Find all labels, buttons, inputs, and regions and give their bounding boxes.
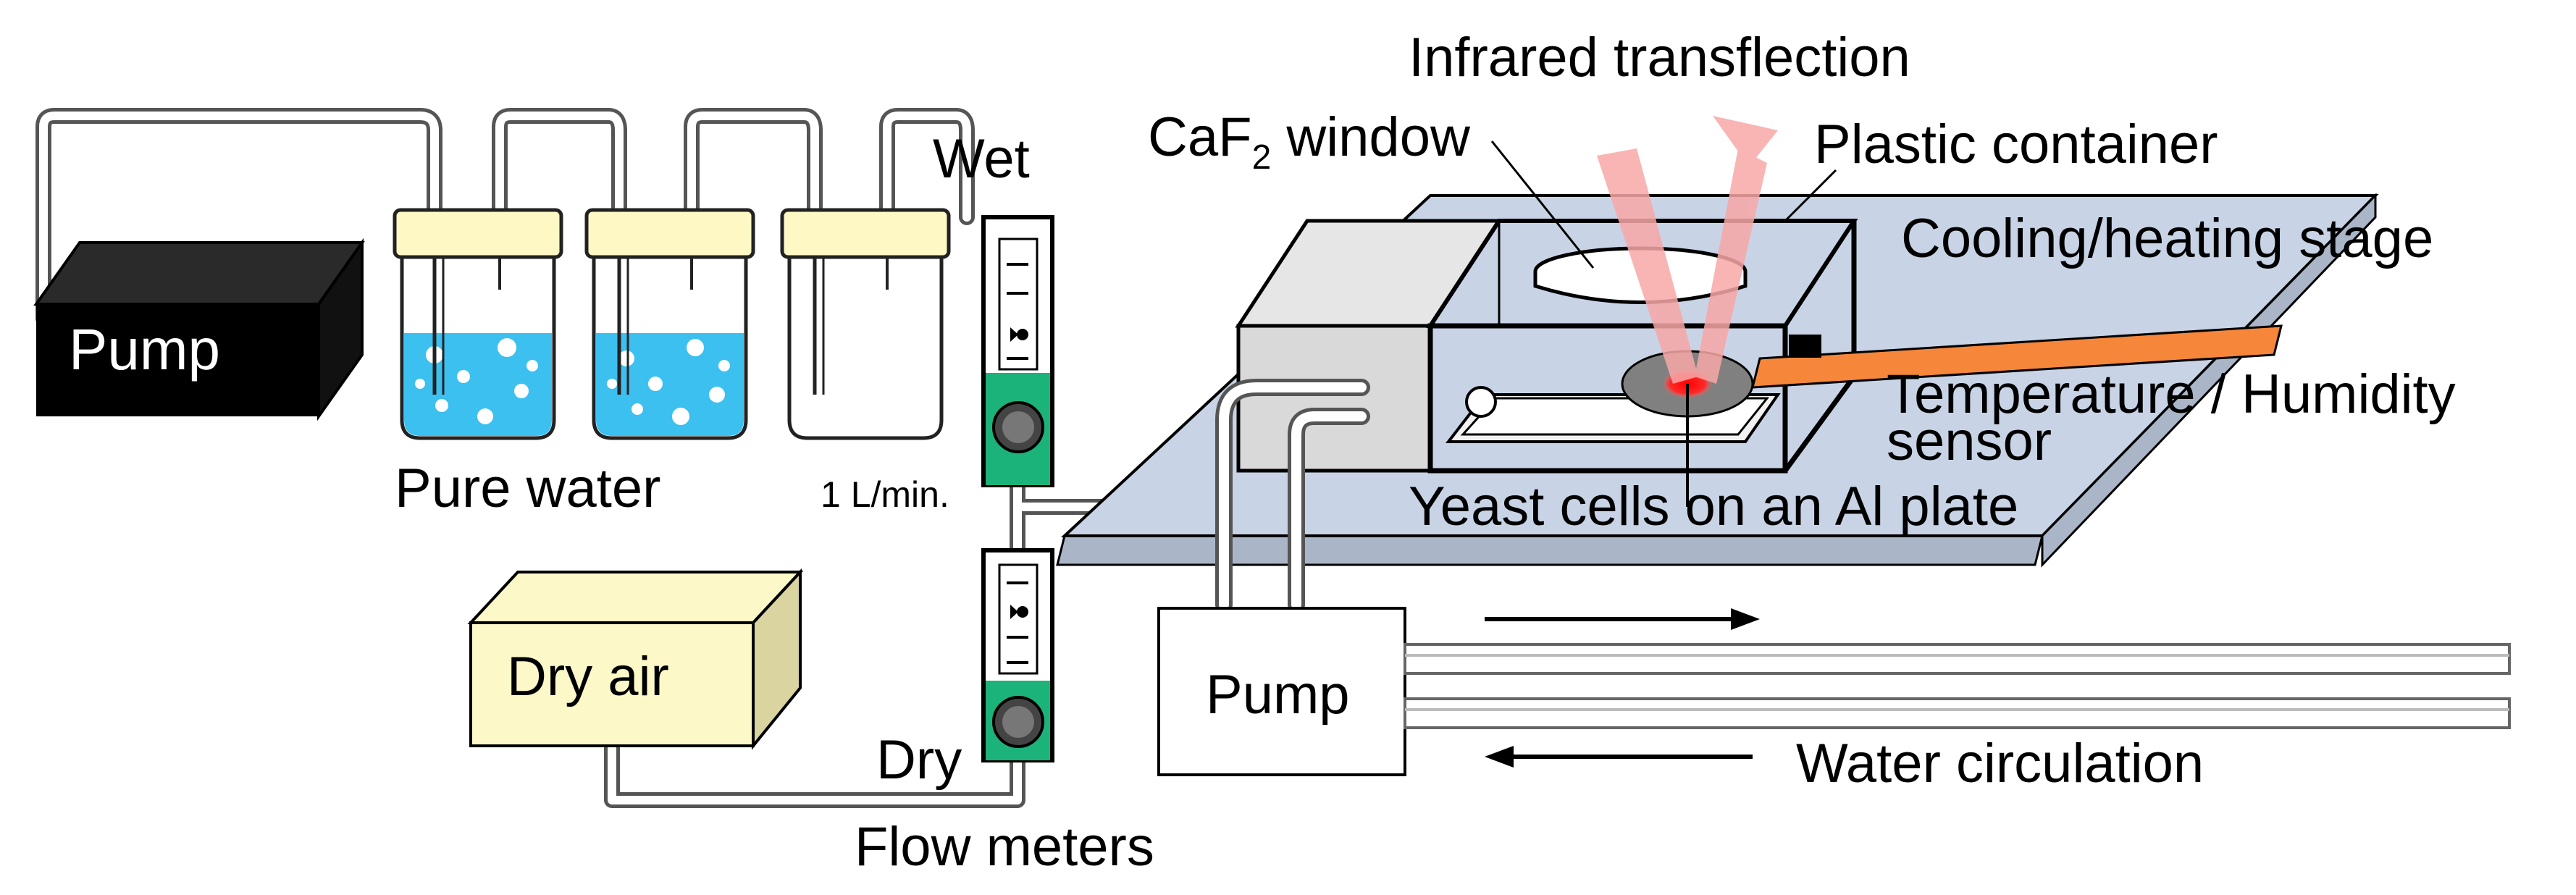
leader-lines — [1490, 140, 1837, 269]
humidity-port — [1465, 386, 1497, 418]
dry-air-box: Dry air — [467, 568, 804, 750]
dry-air-label: Dry air — [507, 646, 669, 707]
bottom-pump: Pump — [1157, 607, 1406, 776]
bottle-3-empty — [780, 208, 951, 440]
flow-meter-dry — [981, 548, 1054, 762]
plastic-container-label: Plastic container — [1814, 114, 2218, 175]
sensor-label-line1: Temperature / Humidity — [1887, 364, 2456, 425]
infrared-label: Infrared transflection — [1409, 27, 1910, 88]
water-circulation-tubes — [1404, 643, 2511, 729]
left-pump-label: Pump — [69, 317, 220, 382]
caf2-window-label: CaF2 window — [1148, 106, 1471, 177]
temperature-humidity-sensor — [1751, 324, 2283, 389]
gray-chamber-block — [1235, 219, 1503, 473]
wet-label: Wet — [933, 128, 1030, 190]
yeast-label: Yeast cells on an Al plate — [1409, 476, 2018, 537]
flow-meter-wet — [981, 215, 1054, 487]
bottle-1 — [393, 208, 563, 440]
bottle-2 — [584, 208, 755, 440]
sensor-label-line2: sensor — [1887, 411, 2052, 472]
bottom-pump-label: Pump — [1206, 664, 1350, 726]
infrared-beams — [1597, 116, 1778, 384]
left-pump: Pump — [33, 238, 365, 421]
pure-water-label: Pure water — [395, 458, 661, 519]
flow-direction-arrows — [1485, 608, 1760, 768]
flow-rate-label: 1 L/min. — [821, 474, 949, 515]
flow-meters-label: Flow meters — [855, 816, 1154, 878]
water-circulation-label: Water circulation — [1796, 733, 2204, 794]
stage-label: Cooling/heating stage — [1901, 208, 2433, 269]
dry-label: Dry — [876, 729, 962, 791]
water-tubes-to-stage — [1215, 379, 1370, 613]
